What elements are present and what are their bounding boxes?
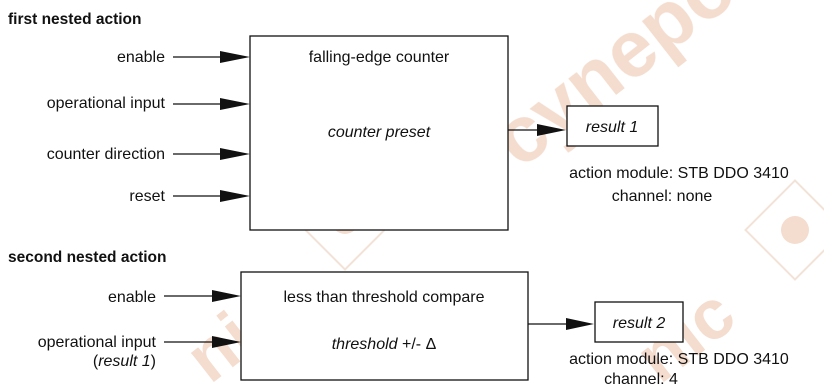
block2-param: threshold +/- Δ — [332, 336, 437, 353]
section2-input-subnote: (result 1) — [93, 353, 156, 370]
section1-module-line: action module: STB DDO 3410 — [569, 165, 789, 182]
section1-input-operational: operational input — [47, 95, 166, 112]
block1-title: falling-edge counter — [309, 49, 450, 66]
section1-input-counter-direction: counter direction — [47, 146, 165, 163]
threshold-compare-block — [240, 271, 529, 381]
arrow-head — [220, 51, 250, 63]
section1-input-enable: enable — [117, 49, 165, 66]
arrow-head — [220, 148, 250, 160]
result1-box — [566, 105, 659, 147]
arrow-head — [212, 336, 241, 348]
section1-input-reset: reset — [129, 188, 165, 205]
svg-text:cynepo: cynepo — [476, 0, 751, 183]
arrow-head — [220, 98, 250, 110]
section2-input-operational: operational input — [38, 334, 157, 351]
falling-edge-counter-block — [249, 35, 509, 231]
section2-heading: second nested action — [8, 249, 166, 266]
arrow-head — [537, 124, 566, 136]
watermark-diamond — [744, 179, 824, 281]
arrow-head — [212, 290, 241, 302]
section1-heading: first nested action — [8, 11, 142, 28]
section2-channel-line: channel: 4 — [604, 371, 678, 388]
watermark-gear-icon — [781, 216, 809, 244]
arrow-head — [566, 318, 594, 330]
result2-label: result 2 — [613, 315, 666, 332]
section2-module-line: action module: STB DDO 3410 — [569, 351, 789, 368]
block1-param: counter preset — [328, 124, 431, 141]
section2-input-enable: enable — [108, 289, 156, 306]
section1-channel-line: channel: none — [612, 188, 713, 205]
arrow-head — [220, 190, 250, 202]
block2-title: less than threshold compare — [284, 289, 485, 306]
result1-label: result 1 — [586, 119, 638, 136]
result2-box — [594, 301, 684, 343]
